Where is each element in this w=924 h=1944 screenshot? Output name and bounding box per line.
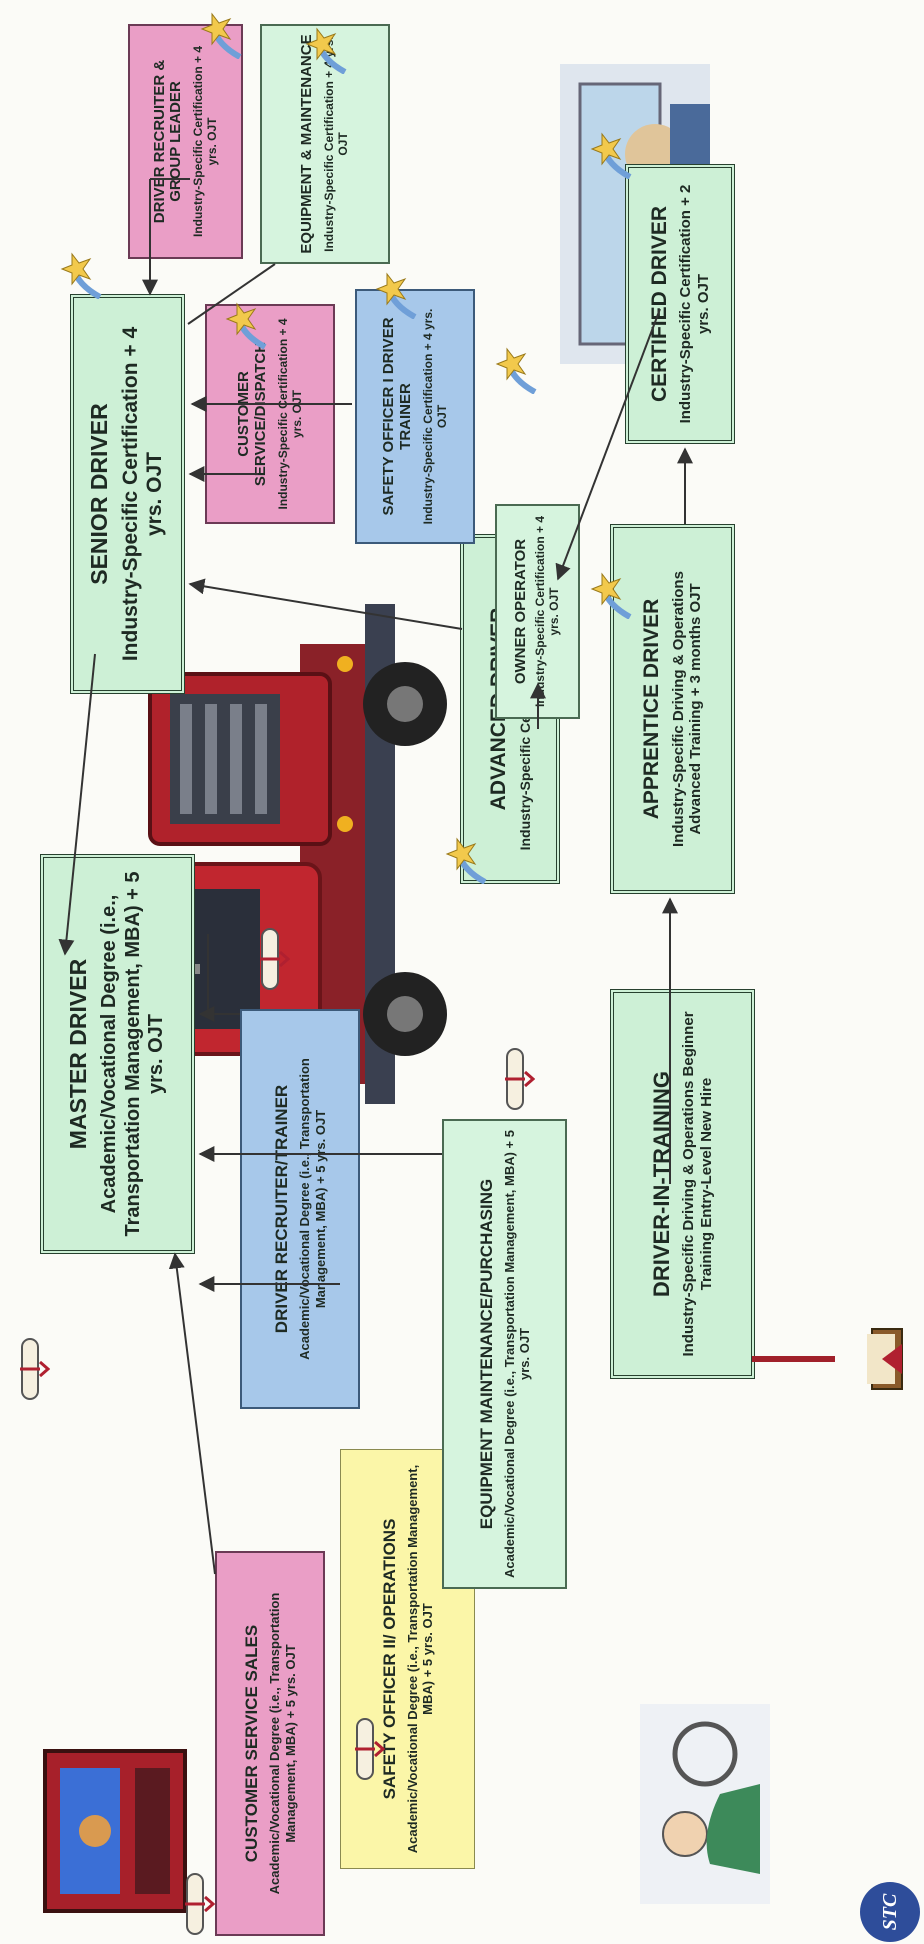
arrow-equipment-to-senior: [187, 263, 276, 325]
star-ribbon-icon: [495, 347, 537, 394]
truck-illustration: [130, 604, 447, 1104]
driver-at-wheel-illustration: [640, 1704, 770, 1904]
star-ribbon-icon: [200, 12, 242, 59]
diploma-scroll-icon: [185, 1873, 215, 1935]
diploma-scroll-icon: [355, 1718, 385, 1780]
cab-window-illustration: [43, 1749, 187, 1913]
diploma-scroll-icon: [505, 1048, 535, 1110]
arrow-advanced-to-senior: [188, 578, 463, 630]
book-icon: [867, 1328, 903, 1390]
arrow-sales-to-master: [168, 1252, 216, 1575]
star-ribbon-icon: [590, 132, 632, 179]
diploma-scroll-icon: [20, 1338, 50, 1400]
star-ribbon-icon: [375, 272, 417, 319]
diploma-scroll-icon: [260, 928, 290, 990]
star-ribbon-icon: [60, 252, 102, 299]
star-ribbon-icon: [445, 837, 487, 884]
star-ribbon-icon: [305, 27, 347, 74]
arrow-senior-to-master: [58, 653, 96, 956]
star-ribbon-icon: [590, 572, 632, 619]
star-ribbon-icon: [225, 302, 267, 349]
arrow-certified-to-advanced: [555, 308, 661, 581]
